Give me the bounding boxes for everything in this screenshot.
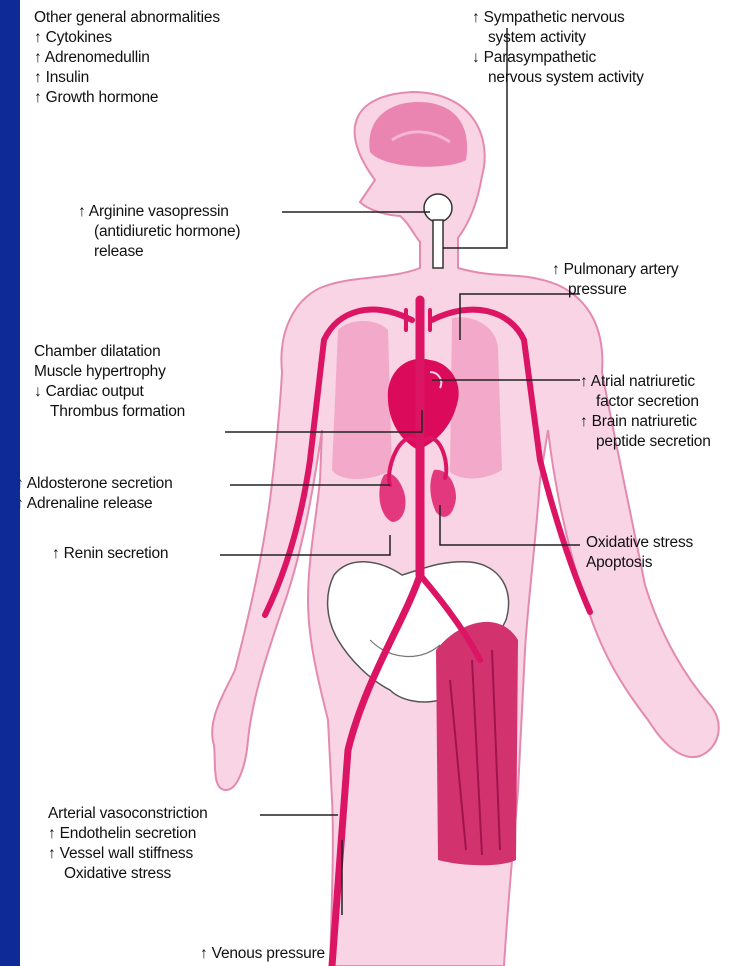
oxidative-stress: Oxidative stress xyxy=(586,533,693,553)
adrenal-label: ↑ Aldosterone secretion ↑ Adrenaline rel… xyxy=(20,474,173,514)
apoptosis: Apoptosis xyxy=(586,553,693,573)
brain-natriuretic-line-2: peptide secretion xyxy=(580,432,711,452)
endothelin-secretion: ↑ Endothelin secretion xyxy=(48,824,208,844)
vasopressin-line-1: ↑ Arginine vasopressin xyxy=(78,202,240,222)
parasympathetic-line-1: ↓ Parasympathetic xyxy=(472,48,644,68)
left-lung xyxy=(332,321,392,479)
sympathetic-line-2: system activity xyxy=(472,28,644,48)
growth-hormone-label: ↑ Growth hormone xyxy=(34,88,220,108)
general-heading: Other general abnormalities xyxy=(34,8,220,28)
atrial-natriuretic-line-2: factor secretion xyxy=(580,392,711,412)
natriuretic-label: ↑ Atrial natriuretic factor secretion ↑ … xyxy=(580,372,711,452)
pituitary xyxy=(424,194,452,222)
pulmonary-pressure-label: ↑ Pulmonary artery pressure xyxy=(552,260,678,300)
adrenomedullin-label: ↑ Adrenomedullin xyxy=(34,48,220,68)
vasopressin-line-2: (antidiuretic hormone) xyxy=(78,222,240,242)
vascular-oxidative-stress: Oxidative stress xyxy=(48,864,208,884)
pulmonary-line-1: ↑ Pulmonary artery xyxy=(552,260,678,280)
sympathetic-line-1: ↑ Sympathetic nervous xyxy=(472,8,644,28)
cardiac-label: Chamber dilatation Muscle hypertrophy ↓ … xyxy=(34,342,185,422)
oxidative-stress-label: Oxidative stress Apoptosis xyxy=(586,533,693,573)
adrenaline-label: ↑ Adrenaline release xyxy=(20,494,173,514)
vascular-label: Arterial vasoconstriction ↑ Endothelin s… xyxy=(48,804,208,884)
venous-pressure-label: ↑ Venous pressure xyxy=(200,944,325,964)
renin-label: ↑ Renin secretion xyxy=(52,544,168,564)
thrombus-formation: Thrombus formation xyxy=(34,402,185,422)
cardiac-output: ↓ Cardiac output xyxy=(34,382,185,402)
figure-panel: Other general abnormalities ↑ Cytokines … xyxy=(20,0,740,966)
insulin-label: ↑ Insulin xyxy=(34,68,220,88)
aldosterone-label: ↑ Aldosterone secretion xyxy=(20,474,173,494)
general-abnormalities-label: Other general abnormalities ↑ Cytokines … xyxy=(34,8,220,108)
brain-natriuretic-line-1: ↑ Brain natriuretic xyxy=(580,412,711,432)
parasympathetic-line-2: nervous system activity xyxy=(472,68,644,88)
atrial-natriuretic-line-1: ↑ Atrial natriuretic xyxy=(580,372,711,392)
vasopressin-line-3: release xyxy=(78,242,240,262)
chamber-dilatation: Chamber dilatation xyxy=(34,342,185,362)
cytokines-label: ↑ Cytokines xyxy=(34,28,220,48)
arterial-vasoconstriction: Arterial vasoconstriction xyxy=(48,804,208,824)
vasopressin-label: ↑ Arginine vasopressin (antidiuretic hor… xyxy=(78,202,240,262)
muscle-hypertrophy: Muscle hypertrophy xyxy=(34,362,185,382)
vessel-wall-stiffness: ↑ Vessel wall stiffness xyxy=(48,844,208,864)
nervous-system-label: ↑ Sympathetic nervous system activity ↓ … xyxy=(472,8,644,88)
pulmonary-line-2: pressure xyxy=(552,280,678,300)
